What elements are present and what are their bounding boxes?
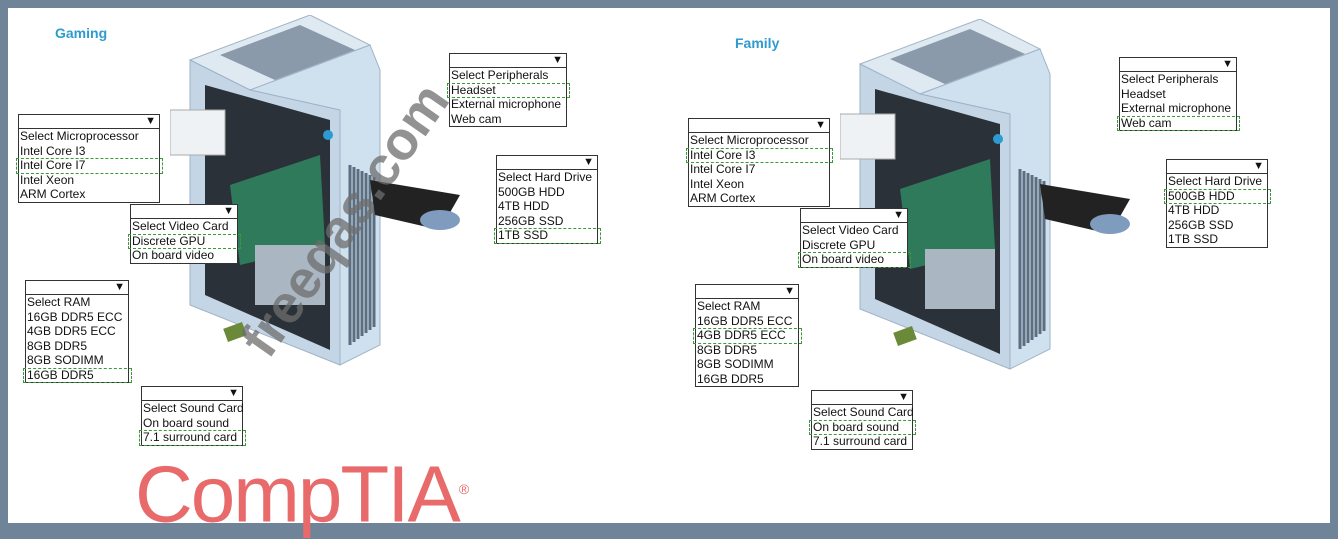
dropdown-prompt: Select Peripherals <box>1121 72 1219 86</box>
dropdown-option[interactable]: 8GB DDR5 <box>27 338 88 353</box>
chevron-down-icon[interactable]: ▼ <box>815 119 826 131</box>
dropdown-option[interactable]: 7.1 surround card <box>813 434 908 448</box>
dropdown-option[interactable]: Discrete GPU <box>802 237 876 252</box>
chevron-down-icon[interactable]: ▼ <box>228 387 239 399</box>
dropdown-prompt: Select Peripherals <box>451 68 549 82</box>
dropdown-header[interactable]: ▼ <box>19 115 159 129</box>
dropdown-option[interactable]: 1TB SSD <box>1168 232 1219 246</box>
dropdown-option[interactable]: 4TB HDD <box>498 199 550 213</box>
dropdown-option[interactable]: 4GB DDR5 ECC <box>693 328 802 343</box>
dropdown-header[interactable]: ▼ <box>812 391 912 405</box>
pc-tower-illustration <box>169 14 480 380</box>
chevron-down-icon[interactable]: ▼ <box>1222 58 1233 70</box>
chevron-down-icon[interactable]: ▼ <box>114 281 125 293</box>
dropdown-option[interactable]: On board sound <box>809 419 916 435</box>
dropdown-header[interactable]: ▼ <box>497 156 597 170</box>
dropdown-option[interactable]: 4TB HDD <box>1168 203 1220 217</box>
dropdown-option[interactable]: Intel Core I7 <box>16 158 163 173</box>
dropdown-prompt: Select Video Card <box>132 219 229 233</box>
chevron-down-icon[interactable]: ▼ <box>552 54 563 66</box>
dropdown-prompt: Select Sound Card <box>143 401 244 415</box>
dropdown-header[interactable]: ▼ <box>142 387 242 401</box>
dropdown-header[interactable]: ▼ <box>26 281 128 295</box>
dropdown-prompt: Select Video Card <box>802 223 899 237</box>
pc-tower-illustration <box>839 18 1150 384</box>
dropdown-option[interactable]: Headset <box>447 82 570 98</box>
dropdown-option[interactable]: Web cam <box>1117 115 1240 131</box>
dropdown-option[interactable]: 16GB DDR5 ECC <box>697 313 793 328</box>
panel-title: Gaming <box>55 25 108 41</box>
chevron-down-icon[interactable]: ▼ <box>893 209 904 221</box>
dropdown-option[interactable]: On board video <box>798 252 911 267</box>
dropdown-prompt: Select Microprocessor <box>20 129 139 143</box>
dropdown-option[interactable]: 16GB DDR5 <box>23 367 132 383</box>
dropdown-header[interactable]: ▼ <box>131 205 237 219</box>
dropdown-option[interactable]: 8GB SODIMM <box>27 353 104 367</box>
dropdown-option[interactable]: 1TB SSD <box>494 228 601 243</box>
dropdown-option[interactable]: External microphone <box>1121 101 1232 115</box>
logo-mark: ® <box>458 481 469 497</box>
dropdown-option[interactable]: 256GB SSD <box>1168 217 1234 232</box>
dropdown-option[interactable]: 16GB DDR5 ECC <box>27 309 123 324</box>
dropdown-header[interactable]: ▼ <box>801 209 907 223</box>
dropdown-prompt: Select RAM <box>697 299 761 313</box>
chevron-down-icon[interactable]: ▼ <box>898 391 909 403</box>
dropdown-option[interactable]: ARM Cortex <box>690 191 756 205</box>
chevron-down-icon[interactable]: ▼ <box>784 285 795 297</box>
dropdown-option[interactable]: External microphone <box>451 97 562 111</box>
dropdown-option[interactable]: 4GB DDR5 ECC <box>27 324 116 338</box>
dropdown-prompt: Select Hard Drive <box>498 170 593 184</box>
dropdown-header[interactable]: ▼ <box>1120 58 1236 72</box>
dropdown-option[interactable]: Intel Core I7 <box>690 162 756 176</box>
panel-title: Family <box>735 35 780 51</box>
dropdown-option[interactable]: 500GB HDD <box>1164 188 1271 204</box>
dropdown-option[interactable]: On board video <box>132 248 215 262</box>
dropdown-option[interactable]: On board sound <box>143 415 230 430</box>
dropdown-header[interactable]: ▼ <box>450 54 566 68</box>
dropdown-option[interactable]: 8GB SODIMM <box>697 357 774 371</box>
dropdown-header[interactable]: ▼ <box>696 285 798 299</box>
comptia-logo: CompTIA® <box>135 450 469 534</box>
dropdown-option[interactable]: Web cam <box>451 111 502 126</box>
dropdown-prompt: Select Sound Card <box>813 405 914 419</box>
dropdown-option[interactable]: 256GB SSD <box>498 213 564 228</box>
dropdown-prompt: Select Hard Drive <box>1168 174 1263 188</box>
dropdown-option[interactable]: 8GB DDR5 <box>697 342 758 357</box>
logo-text: CompTIA <box>135 449 461 539</box>
chevron-down-icon[interactable]: ▼ <box>583 156 594 168</box>
dropdown-prompt: Select RAM <box>27 295 91 309</box>
dropdown-option[interactable]: Headset <box>1121 86 1166 101</box>
chevron-down-icon[interactable]: ▼ <box>1253 160 1264 172</box>
chevron-down-icon[interactable]: ▼ <box>223 205 234 217</box>
dropdown-option[interactable]: 7.1 surround card <box>139 430 246 445</box>
dropdown-option[interactable]: ARM Cortex <box>20 187 86 201</box>
dropdown-prompt: Select Microprocessor <box>690 133 809 147</box>
chevron-down-icon[interactable]: ▼ <box>145 115 156 127</box>
dropdown-option[interactable]: Intel Core I3 <box>20 143 86 158</box>
dropdown-option[interactable]: Intel Xeon <box>690 176 745 191</box>
dropdown-option[interactable]: 16GB DDR5 <box>697 371 764 386</box>
dropdown-option[interactable]: Discrete GPU <box>128 233 241 249</box>
dropdown-option[interactable]: 500GB HDD <box>498 184 565 199</box>
dropdown-option[interactable]: Intel Core I3 <box>686 147 833 163</box>
dropdown-header[interactable]: ▼ <box>689 119 829 133</box>
dropdown-option[interactable]: Intel Xeon <box>20 172 75 187</box>
dropdown-header[interactable]: ▼ <box>1167 160 1267 174</box>
